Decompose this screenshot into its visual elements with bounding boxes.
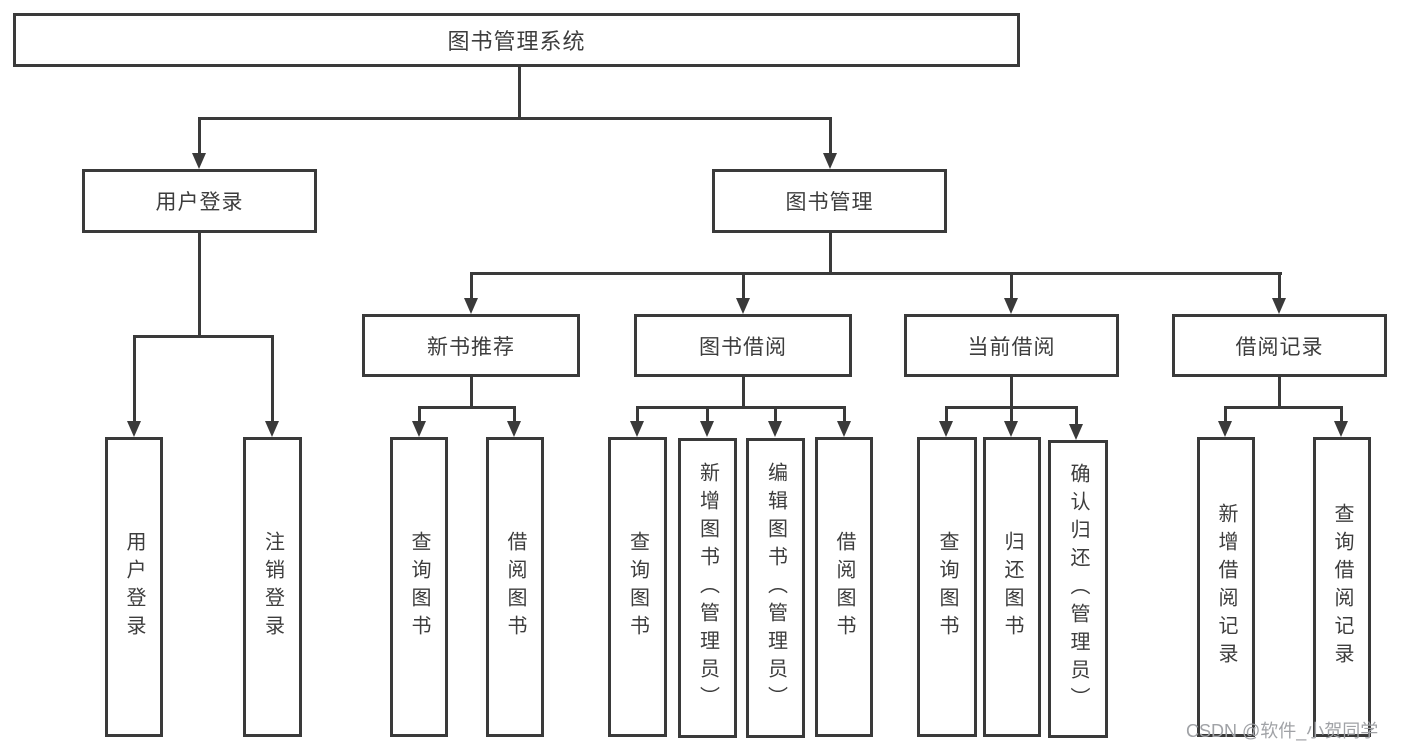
connector-to-borrow-records [1278,272,1281,299]
connector-to-new-book [470,272,473,299]
leaf-query-books-borrow: 查询图书 [608,437,667,737]
leaf-return-books: 归还图书 [983,437,1041,737]
arrowhead-leaf [700,421,714,437]
leaf-label: 用户登录 [123,531,145,643]
node-book-management: 图书管理 [712,169,947,233]
leaf-query-books-recommend: 查询图书 [390,437,448,737]
connector-book-management-drop [829,233,832,274]
arrowhead-leaf [630,421,644,437]
connector-to-book-borrow [742,272,745,299]
connector-to-leaf-user-login [133,335,136,422]
connector-root-drop [518,65,521,119]
arrowhead-leaf [507,421,521,437]
leaf-label: 新增借阅记录 [1215,503,1237,671]
node-borrow-records: 借阅记录 [1172,314,1387,377]
csdn-watermark: CSDN @软件_小贺同学 [1186,721,1379,741]
node-new-book-recommend: 新书推荐 [362,314,580,377]
connector-stub [945,406,948,423]
leaf-label: 借阅图书 [504,531,526,643]
arrowhead-leaf [768,421,782,437]
connector-to-current-borrow [1010,272,1013,299]
connector-stub [1340,406,1343,423]
connector-stub [513,406,516,423]
leaf-borrow-books-recommend: 借阅图书 [486,437,544,737]
connector-stub [843,406,846,423]
leaf-add-borrow-record: 新增借阅记录 [1197,437,1255,737]
arrowhead-current-borrow [1004,298,1018,314]
node-user-login: 用户登录 [82,169,317,233]
leaf-label: 编辑图书（管理员） [764,462,787,714]
node-label: 图书借阅 [699,335,787,359]
arrowhead-new-book [464,298,478,314]
connector-stub [636,406,639,423]
node-label: 当前借阅 [967,335,1056,359]
arrowhead-leaf [1334,421,1348,437]
connector-stub [774,406,777,423]
leaf-label: 查询图书 [408,531,430,643]
connector-borrow-records-bus [1224,406,1342,409]
leaf-logout: 注销登录 [243,437,302,737]
leaf-user-login: 用户登录 [105,437,163,737]
connector-book-borrow-bus [636,406,845,409]
node-label: 图书管理 [785,191,874,214]
node-label: 新书推荐 [427,335,515,359]
arrowhead-borrow-records [1272,298,1286,314]
leaf-label: 注销登录 [261,531,284,643]
connector-new-book-bus [418,406,516,409]
arrowhead-book-management [823,153,837,169]
node-label: 用户登录 [155,191,244,214]
leaf-borrow-books: 借阅图书 [815,437,873,737]
connector-book-borrow-drop [742,377,745,408]
arrowhead-leaf-user-login [127,421,141,437]
connector-stub [1075,406,1078,425]
arrowhead-leaf [1218,421,1232,437]
leaf-add-book-admin: 新增图书（管理员） [678,438,737,738]
node-book-borrow: 图书借阅 [634,314,852,377]
connector-current-borrow-drop [1010,377,1013,408]
connector-to-book-management [829,117,832,154]
arrowhead-leaf [412,421,426,437]
connector-user-login-bus [133,335,274,338]
connector-user-login-drop [198,233,201,338]
leaf-confirm-return-admin: 确认归还（管理员） [1048,440,1108,738]
leaf-label: 查询图书 [626,531,649,643]
leaf-label: 查询借阅记录 [1331,503,1353,671]
connector-to-leaf-logout [271,335,274,422]
connector-level3-bus [470,272,1282,275]
node-book-management-system: 图书管理系统 [13,13,1020,67]
arrowhead-leaf [1004,421,1018,437]
node-current-borrow: 当前借阅 [904,314,1119,377]
node-label: 图书管理系统 [447,29,586,54]
node-label: 借阅记录 [1235,335,1324,359]
connector-stub [706,406,709,423]
leaf-label: 查询图书 [936,531,958,643]
arrowhead-leaf [837,421,851,437]
leaf-label: 归还图书 [1001,531,1023,643]
leaf-edit-book-admin: 编辑图书（管理员） [746,438,805,738]
leaf-label: 确认归还（管理员） [1067,463,1089,715]
connector-new-book-drop [470,377,473,408]
arrowhead-book-borrow [736,298,750,314]
arrowhead-user-login [192,153,206,169]
leaf-label: 借阅图书 [833,531,855,643]
arrowhead-leaf [1069,424,1083,440]
leaf-query-borrow-record: 查询借阅记录 [1313,437,1371,737]
leaf-label: 新增图书（管理员） [696,462,719,714]
arrowhead-leaf [939,421,953,437]
connector-stub [1224,406,1227,423]
leaf-query-books-current: 查询图书 [917,437,977,737]
connector-stub [418,406,421,423]
connector-level2-bus [198,117,832,120]
connector-to-user-login [198,117,201,154]
connector-stub [1010,406,1013,423]
connector-borrow-records-drop [1278,377,1281,408]
arrowhead-leaf-logout [265,421,279,437]
